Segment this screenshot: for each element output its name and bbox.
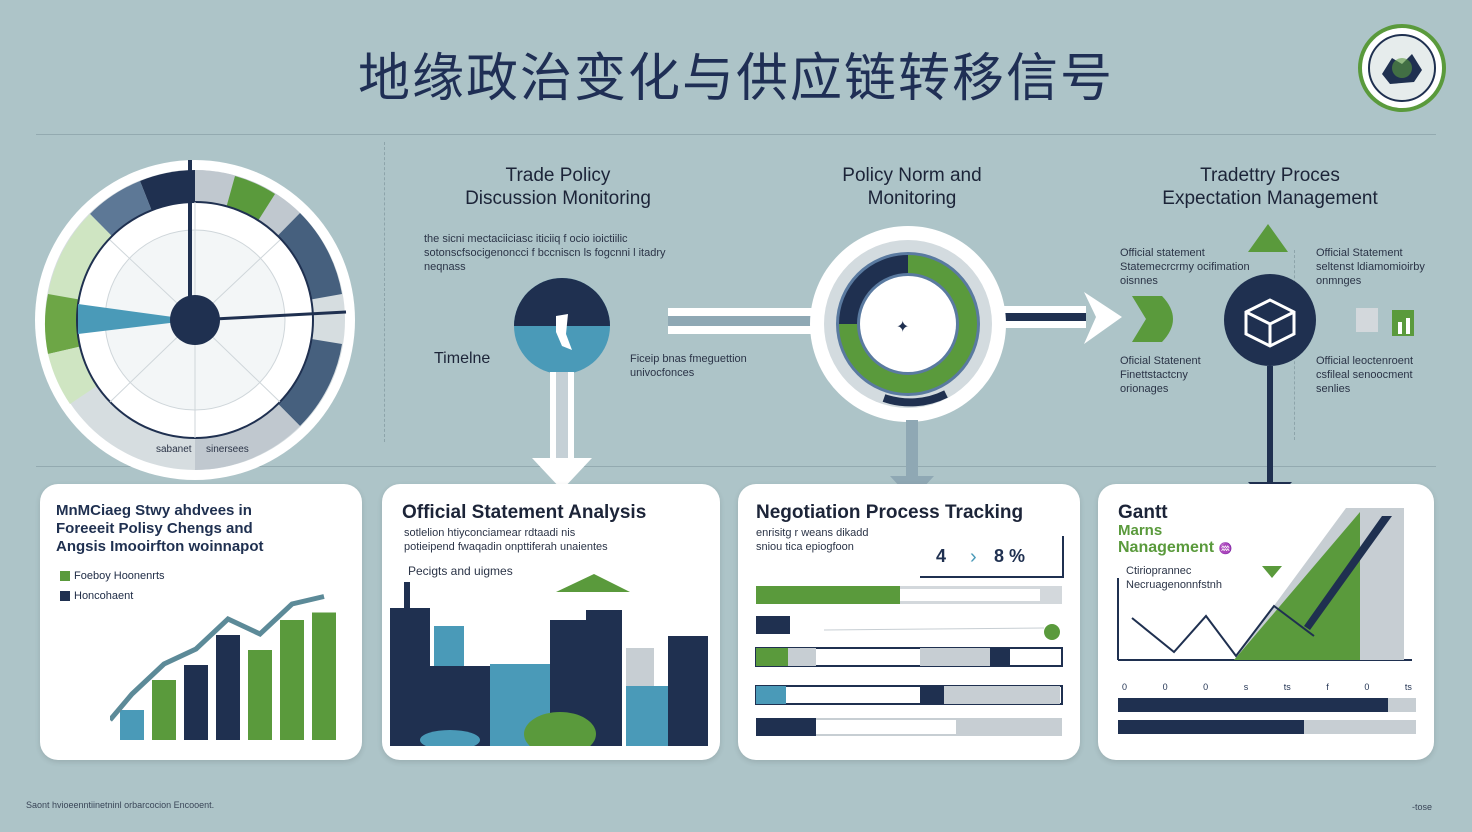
card-negotiation-tracking: Negotiation Process Tracking enrisitg r … — [738, 484, 1080, 760]
stage-note: Official leoctenroent csfileal senoocmen… — [1316, 355, 1414, 395]
chevron-right-icon: › — [970, 546, 977, 568]
flow-arrow-right — [996, 292, 1122, 344]
card-title: Negotiation Process Tracking — [756, 502, 1024, 523]
timeline-label: Timelne — [434, 350, 491, 367]
flow-arrow-right — [668, 308, 818, 334]
card-title: Official Statement Analysis — [402, 502, 647, 523]
chart-bar — [312, 612, 336, 740]
chart-badge-icon — [1356, 308, 1414, 336]
emblem-seal — [1358, 24, 1446, 112]
card-gantt: Gantt Marns Nanagement ♒ Ctirioprannec N… — [1098, 484, 1434, 760]
up-triangle-icon — [1248, 224, 1288, 252]
chart-bar — [280, 620, 304, 740]
cycle-ring-diagram: ✦ — [810, 226, 1006, 422]
stage-title-trade-policy: Trade Policy Discussion Monitoring — [465, 165, 651, 209]
negotiation-progress-bars — [755, 586, 1063, 736]
chart-bar — [152, 680, 176, 740]
page-title: 地缘政治变化与供应链转移信号 — [357, 49, 1114, 109]
legend-item: Foeboy Hoonenrts — [60, 570, 165, 582]
mid-divider — [36, 466, 1436, 467]
stage-note: Ficeip bnas fmeguettion univocfonces — [630, 353, 747, 379]
aquarius-icon: ♒ — [1218, 543, 1233, 555]
percent-counter: 4 › 8 % — [920, 536, 1064, 578]
chart-bar — [184, 665, 208, 740]
wheel-label: sabanet — [156, 444, 192, 455]
card-subtitle: Marns — [1118, 522, 1163, 539]
stage-note: Official Statement seltenst ldiamomioirb… — [1316, 247, 1425, 287]
card-note: Ctirioprannec Necruagenonnfstnh — [1126, 565, 1223, 591]
stage-title-expectation: Tradettry Proces Expectation Management — [1162, 165, 1378, 209]
green-chevron-icon — [1132, 296, 1173, 342]
stage-description: the sicni mectaciiciasc iticiiq f ocio i… — [424, 233, 666, 273]
footer-source: Saont hvioeenntiinetninl orbarcocion Enc… — [26, 800, 215, 810]
chart-bar — [248, 650, 272, 740]
gantt-chart — [1117, 508, 1416, 734]
chart-bar — [120, 710, 144, 740]
card-forecast: MnMCiaeg Stwy ahdvees in Foreeeit Polisy… — [40, 484, 362, 760]
top-divider — [36, 134, 1436, 135]
stage-title-policy-norm: Policy Norm and Monitoring — [842, 165, 982, 209]
trend-line — [110, 594, 325, 722]
card-label: Pecigts and uigmes — [408, 564, 513, 578]
down-arrow — [532, 372, 592, 490]
card-title: Gantt — [1118, 502, 1168, 523]
card-subtitle: Nanagement ♒ — [1118, 539, 1233, 556]
timeline-globe-icon — [514, 278, 610, 374]
policy-wheel-diagram — [35, 160, 355, 480]
chart-bar — [216, 635, 240, 740]
stage-note: Official statement Statemecrcrmy ocifima… — [1120, 247, 1250, 287]
wheel-label: sinersees — [206, 444, 249, 455]
section-divider — [384, 142, 385, 442]
card-subtitle: sotlelion htiyconciamear rdtaadi nis pot… — [404, 527, 608, 553]
svg-text:✦: ✦ — [896, 317, 909, 336]
footer-code: -tose — [1411, 802, 1432, 812]
city-skyline-illustration — [390, 574, 708, 746]
legend-item: Honcohaent — [60, 590, 133, 602]
card-subtitle: enrisitg r weans dikadd sniou tica epiog… — [756, 527, 869, 553]
card-title: MnMCiaeg Stwy ahdvees in Foreeeit Polisy… — [56, 502, 264, 555]
trend-bar-chart — [110, 594, 336, 740]
card-statement-analysis: Official Statement Analysis sotlelion ht… — [382, 484, 720, 760]
cargo-box-icon — [1224, 274, 1316, 366]
stage-note: Oficial Statenent Finettstactcny orionag… — [1120, 355, 1201, 395]
